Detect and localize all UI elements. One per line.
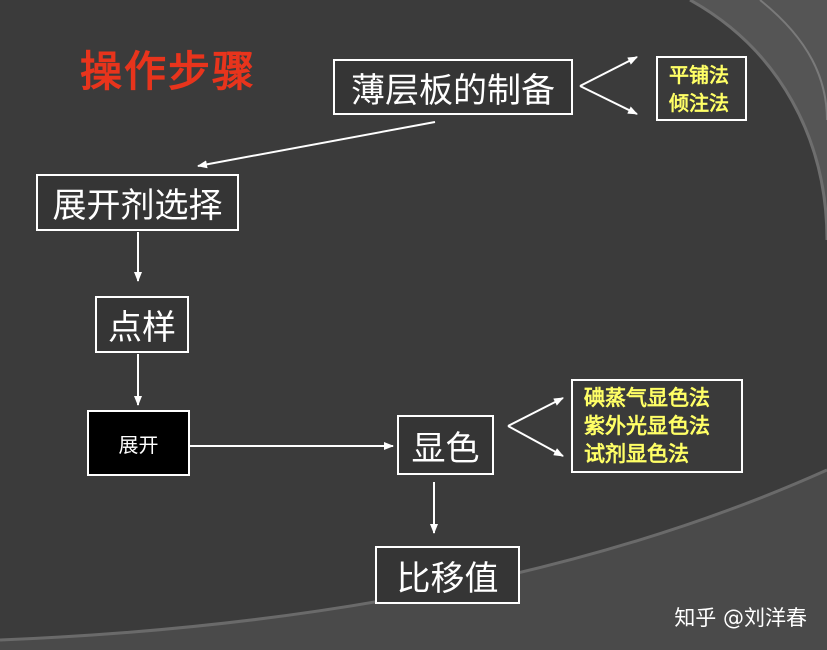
plate-method-item: 平铺法 [669, 62, 729, 87]
color-methods-box: 碘蒸气显色法 紫外光显色法 试剂显色法 [571, 379, 743, 473]
arrow-prep-to-solvent [197, 121, 436, 169]
branch-plate-upper [579, 56, 638, 87]
step-plate-preparation-label: 薄层板的制备 [351, 70, 555, 111]
step-plate-preparation: 薄层板的制备 [333, 59, 573, 115]
step-spotting-label: 点样 [108, 308, 176, 348]
step-spotting: 点样 [95, 296, 189, 353]
branch-color-lower [507, 425, 564, 457]
branch-color-upper [507, 397, 564, 427]
plate-method-item: 倾注法 [669, 90, 729, 115]
color-method-item: 紫外光显色法 [584, 414, 710, 438]
step-development: 展开 [87, 410, 190, 476]
step-visualization-label: 显色 [411, 428, 480, 469]
plate-methods-box: 平铺法 倾注法 [656, 56, 747, 121]
color-method-item: 碘蒸气显色法 [584, 386, 710, 410]
step-rf-value: 比移值 [375, 546, 520, 604]
watermark: 知乎 @刘洋春 [674, 606, 807, 630]
color-method-item: 试剂显色法 [584, 442, 689, 466]
step-solvent-selection-label: 展开剂选择 [52, 186, 223, 226]
slide-title: 操作步骤 [80, 47, 257, 96]
step-development-label: 展开 [118, 432, 159, 457]
step-rf-value-label: 比移值 [396, 558, 499, 599]
branch-plate-lower [579, 85, 638, 115]
step-visualization: 显色 [397, 415, 494, 475]
step-solvent-selection: 展开剂选择 [36, 174, 239, 231]
